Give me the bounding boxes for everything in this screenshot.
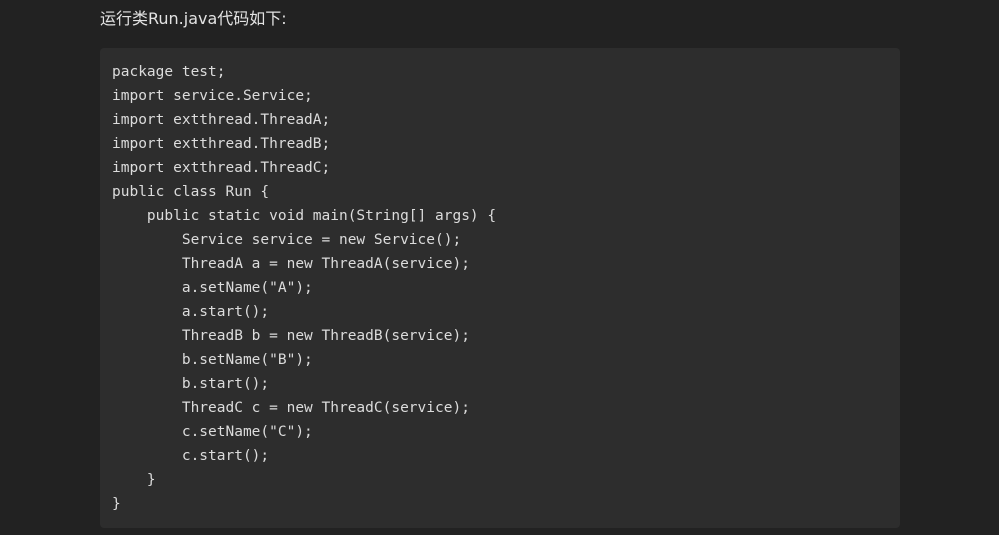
code-line: ThreadA a = new ThreadA(service); xyxy=(112,256,470,272)
code-line: ThreadC c = new ThreadC(service); xyxy=(112,400,470,416)
code-line: c.start(); xyxy=(112,448,270,464)
code-line: public static void main(String[] args) { xyxy=(112,208,497,224)
code-line: a.start(); xyxy=(112,304,270,320)
code-line: b.setName("B"); xyxy=(112,352,313,368)
code-line: import extthread.ThreadC; xyxy=(112,160,331,176)
code-line: import service.Service; xyxy=(112,88,313,104)
intro-paragraph: 运行类Run.java代码如下: xyxy=(100,9,287,28)
code-line: import extthread.ThreadB; xyxy=(112,136,331,152)
code-line: ThreadB b = new ThreadB(service); xyxy=(112,328,470,344)
code-line: Service service = new Service(); xyxy=(112,232,462,248)
code-line: a.setName("A"); xyxy=(112,280,313,296)
code-line: public class Run { xyxy=(112,184,270,200)
code-line: } xyxy=(112,472,156,488)
code-line: import extthread.ThreadA; xyxy=(112,112,331,128)
code-line: package test; xyxy=(112,64,226,80)
code-line: c.setName("C"); xyxy=(112,424,313,440)
code-line: } xyxy=(112,496,121,512)
code-block[interactable]: package test; import service.Service; im… xyxy=(100,48,900,528)
code-line: b.start(); xyxy=(112,376,270,392)
